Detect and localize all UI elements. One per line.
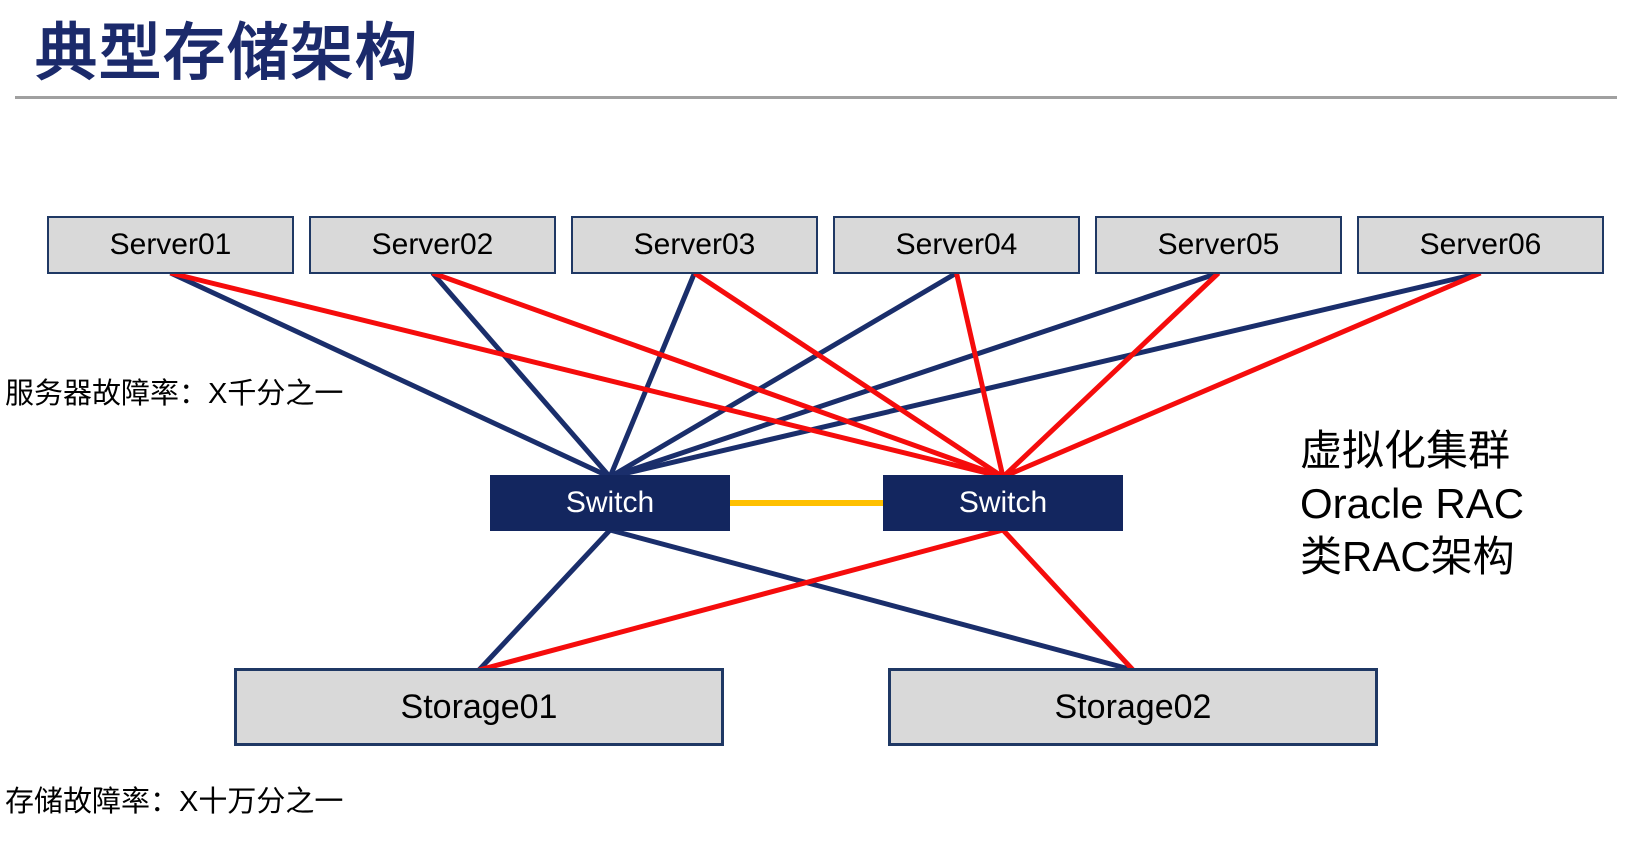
server-label: Server02 xyxy=(371,228,494,261)
cluster-note-line-2: Oracle RAC xyxy=(1300,480,1525,527)
server-label: Server05 xyxy=(1157,228,1280,261)
title-underline xyxy=(15,96,1617,99)
connection-server6-switch1 xyxy=(609,270,1482,480)
server-label: Server04 xyxy=(895,228,1018,261)
storage-label: Storage01 xyxy=(400,687,558,726)
connection-switch2-storage1 xyxy=(478,527,1004,673)
switch-box-right: Switch xyxy=(883,475,1123,531)
connection-switch2-storage2 xyxy=(1001,528,1135,672)
connection-server2-switch1 xyxy=(430,271,612,479)
connection-server4-switch1 xyxy=(608,270,958,480)
server-box-02: Server02 xyxy=(309,216,556,274)
switch-label: Switch xyxy=(565,486,655,519)
server-label: Server03 xyxy=(633,228,756,261)
server-box-01: Server01 xyxy=(47,216,294,274)
connection-server3-switch1 xyxy=(607,272,697,478)
slide-title: 典型存储架构 xyxy=(35,19,420,88)
storage-box-01: Storage01 xyxy=(234,668,724,746)
server-box-03: Server03 xyxy=(571,216,818,274)
connection-server5-switch2 xyxy=(1001,271,1221,479)
cluster-note-line-3: 类RAC架构 xyxy=(1300,533,1515,580)
switch-box-left: Switch xyxy=(490,475,730,531)
connection-switch1-storage1 xyxy=(477,528,612,672)
connection-server4-switch2 xyxy=(954,272,1006,478)
server-box-05: Server05 xyxy=(1095,216,1342,274)
server-row: Server01 Server02 Server03 Server04 Serv… xyxy=(47,216,1604,274)
storage-failure-rate-label: 存储故障率：X十万分之一 xyxy=(5,786,344,818)
server-box-06: Server06 xyxy=(1357,216,1604,274)
connection-server1-switch1 xyxy=(169,270,612,480)
connection-server1-switch2 xyxy=(169,270,1004,480)
cluster-note-line-1: 虚拟化集群 xyxy=(1300,427,1511,474)
connection-server5-switch1 xyxy=(609,270,1220,480)
connection-server3-switch2 xyxy=(693,270,1005,480)
connection-server2-switch2 xyxy=(431,270,1004,480)
server-label: Server01 xyxy=(109,228,232,261)
connection-switch1-storage2 xyxy=(609,527,1134,673)
storage-box-02: Storage02 xyxy=(888,668,1378,746)
server-box-04: Server04 xyxy=(833,216,1080,274)
server-label: Server06 xyxy=(1419,228,1542,261)
switch-label: Switch xyxy=(958,486,1048,519)
cluster-note: 虚拟化集群 Oracle RAC 类RAC架构 xyxy=(1300,424,1524,583)
connection-server6-switch2 xyxy=(1002,270,1482,480)
storage-label: Storage02 xyxy=(1054,687,1212,726)
server-failure-rate-label: 服务器故障率：X千分之一 xyxy=(5,378,344,410)
